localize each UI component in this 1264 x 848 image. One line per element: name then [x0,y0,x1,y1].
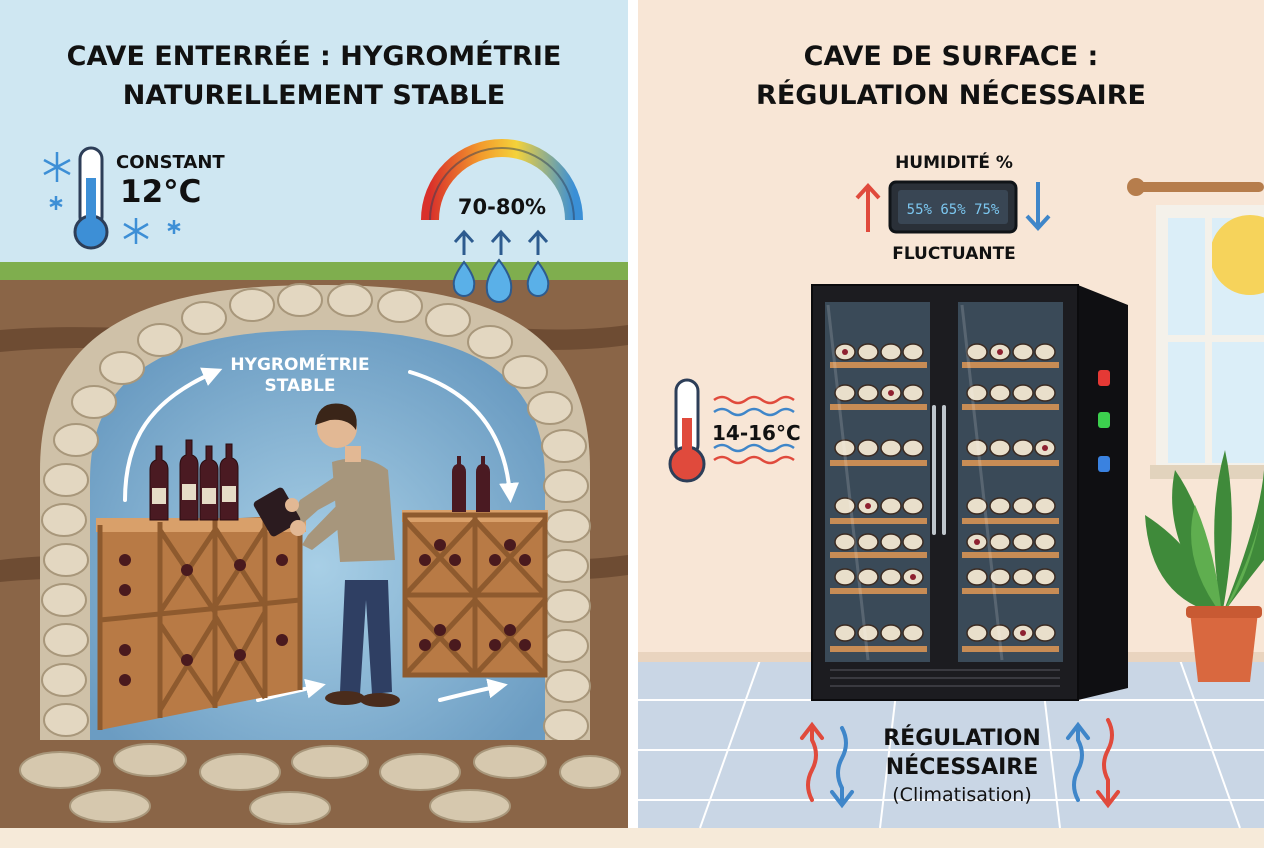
regulation-arrows [800,718,1120,809]
wine-rack-left [96,515,306,730]
wine-cabinet [811,284,1128,701]
water-drop-icon [452,258,550,303]
thermometer-hot-icon [668,378,706,483]
arch-stones [41,283,591,743]
humidity-value: 70-80% [458,195,546,219]
thermometer-icon [73,146,109,250]
left-panel: CAVE ENTERRÉE : HYGROMÉTRIE NATURELLEMEN… [0,0,628,828]
temp-range: 14-16°C [712,421,801,445]
humidity-gauge-icon [421,139,583,221]
heat-waves-icon [713,395,795,465]
temp-value: 12°C [120,174,201,210]
display-values: 55% 65% 75% [907,202,1000,218]
right-title-line1: CAVE DE SURFACE : [804,41,1099,72]
wine-rack-right [402,456,548,678]
air-label-line1: HYGROMÉTRIE [230,353,369,375]
cabinet-bottles [834,343,1056,642]
temp-label: CONSTANT [116,152,225,173]
arrow-down-icon [1025,182,1051,231]
bottom-margin [0,828,1264,848]
right-panel: CAVE DE SURFACE : RÉGULATION NÉCESSAIRE … [638,0,1264,829]
bottle-caps [842,349,1048,636]
regulation-line3: (Climatisation) [892,784,1031,806]
door-handle [932,405,936,535]
rising-humidity-arrows [453,229,549,255]
potted-plant [1145,450,1264,682]
left-title-line2: NATURELLEMENT STABLE [123,80,505,111]
floor-tile-lines [638,659,1264,829]
person-with-bottle [253,403,400,707]
regulation-line1: RÉGULATION [883,725,1041,751]
left-title-line1: CAVE ENTERRÉE : HYGROMÉTRIE [67,40,562,72]
arrow-up-icon [855,183,881,232]
snowflake-icon [43,152,181,244]
humidity-state: FLUCTUANTE [892,244,1016,264]
door-handle [942,405,946,535]
indicator-lights [1098,370,1110,472]
air-label-line2: STABLE [264,376,335,396]
cabinet-shelves [830,362,1059,652]
display-screen [898,190,1008,224]
cabinet-vent [830,669,1060,687]
bottle-labels [152,484,236,504]
window [1127,178,1264,479]
panel-divider [628,0,638,848]
humidity-label: HUMIDITÉ % [895,151,1013,173]
regulation-line2: NÉCESSAIRE [886,754,1039,780]
floor-stones [19,743,621,825]
right-title-line2: RÉGULATION NÉCESSAIRE [756,79,1146,111]
